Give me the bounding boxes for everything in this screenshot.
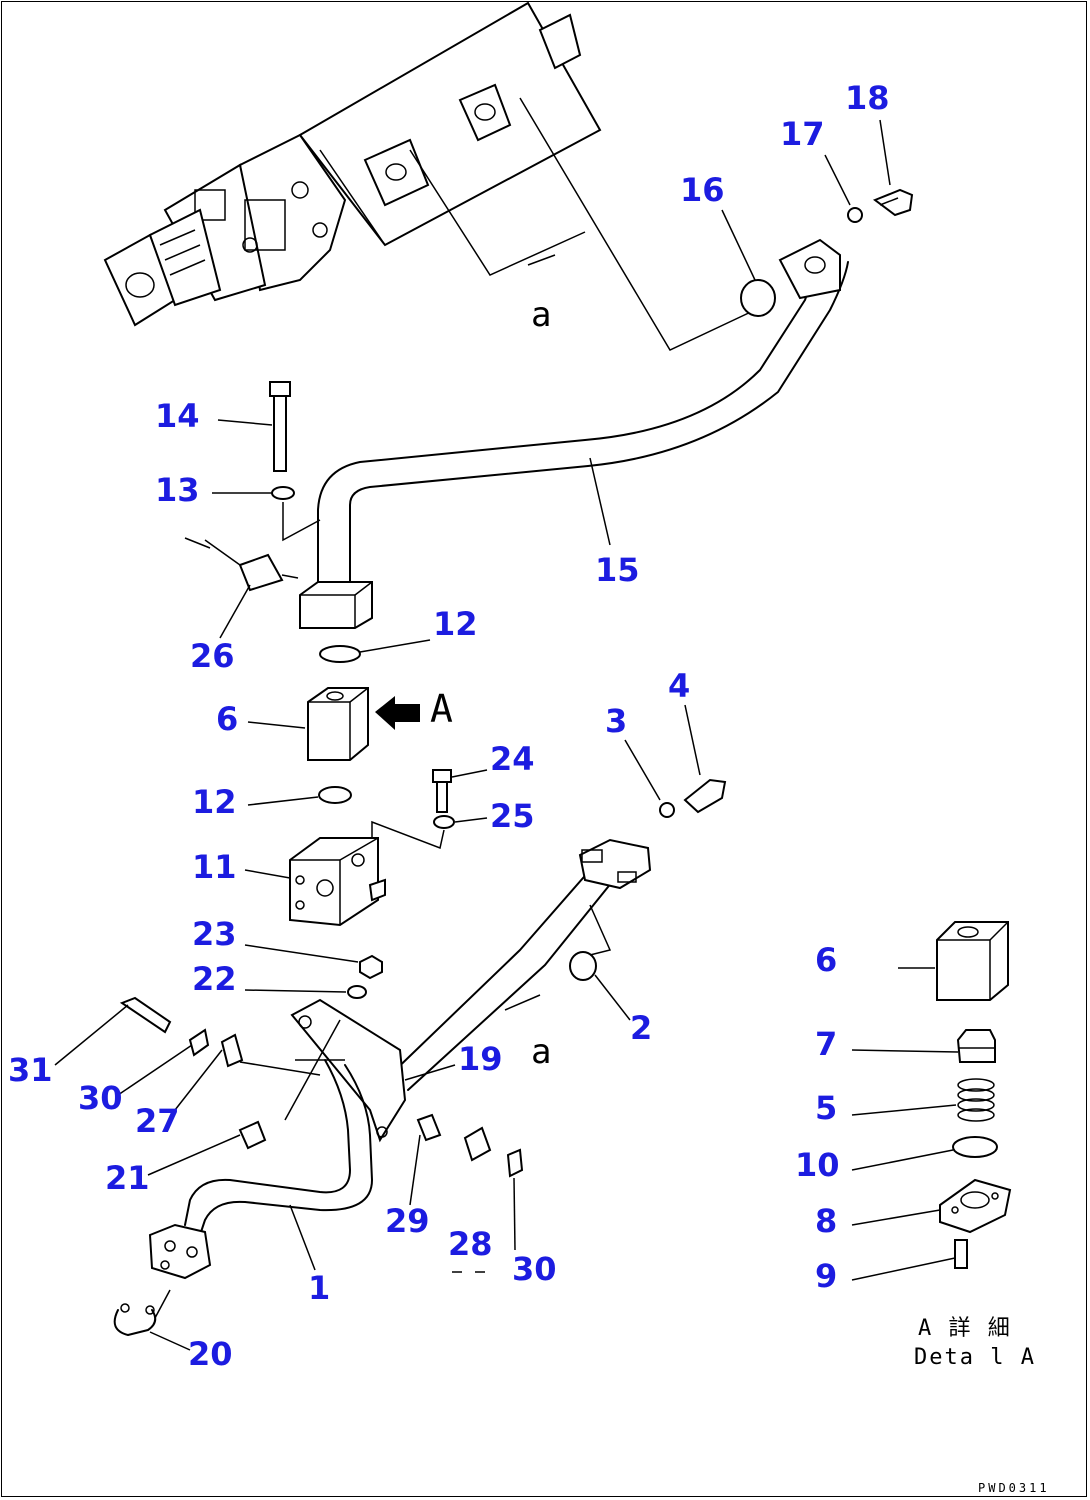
callout-26: 26 <box>190 637 235 675</box>
callout-2: 2 <box>630 1009 653 1047</box>
pump-assembly <box>103 1 602 327</box>
drawing-code: PWD0311 <box>978 1481 1050 1495</box>
callout-14: 14 <box>155 397 200 435</box>
callout-16: 16 <box>680 171 725 209</box>
valve-6 <box>307 687 369 761</box>
callout-20: 20 <box>188 1335 233 1373</box>
callout-28: 28 <box>448 1225 493 1263</box>
callout-30-left: 30 <box>78 1079 123 1117</box>
view-arrow-a-label: A <box>430 687 453 731</box>
callout-22: 22 <box>192 960 237 998</box>
callout-9: 9 <box>815 1257 838 1295</box>
callout-3: 3 <box>605 702 628 740</box>
pipe-15 <box>299 238 849 629</box>
callout-12-upper: 12 <box>433 605 478 643</box>
callout-21: 21 <box>105 1159 150 1197</box>
detail-caption-japanese: A 詳 細 <box>918 1316 1012 1341</box>
section-a-label-upper: a <box>531 295 552 335</box>
callout-1: 1 <box>308 1269 331 1307</box>
callout-12-lower: 12 <box>192 783 237 821</box>
callout-11: 11 <box>192 848 237 886</box>
callout-6-main: 6 <box>216 700 239 738</box>
callout-8: 8 <box>815 1202 838 1240</box>
callout-5: 5 <box>815 1089 838 1127</box>
callout-19: 19 <box>458 1040 503 1078</box>
detail-caption-english: Deta l A <box>914 1345 1036 1370</box>
callout-10: 10 <box>795 1146 840 1184</box>
callout-13: 13 <box>155 471 200 509</box>
callout-18: 18 <box>845 79 890 117</box>
callout-23: 23 <box>192 915 237 953</box>
callout-30-right: 30 <box>512 1250 557 1288</box>
block-11 <box>289 837 386 927</box>
callout-15: 15 <box>595 551 640 589</box>
callout-17: 17 <box>780 115 825 153</box>
section-a-label-lower: a <box>531 1032 552 1072</box>
callout-24: 24 <box>490 740 535 778</box>
pipe-1 <box>148 1059 373 1280</box>
callout-4: 4 <box>668 667 691 705</box>
callout-31: 31 <box>8 1051 53 1089</box>
callout-6-detail: 6 <box>815 941 838 979</box>
callout-29: 29 <box>385 1202 430 1240</box>
callout-27: 27 <box>135 1102 180 1140</box>
callout-25: 25 <box>490 797 535 835</box>
callout-7: 7 <box>815 1025 838 1063</box>
detail-a <box>936 921 1012 1269</box>
